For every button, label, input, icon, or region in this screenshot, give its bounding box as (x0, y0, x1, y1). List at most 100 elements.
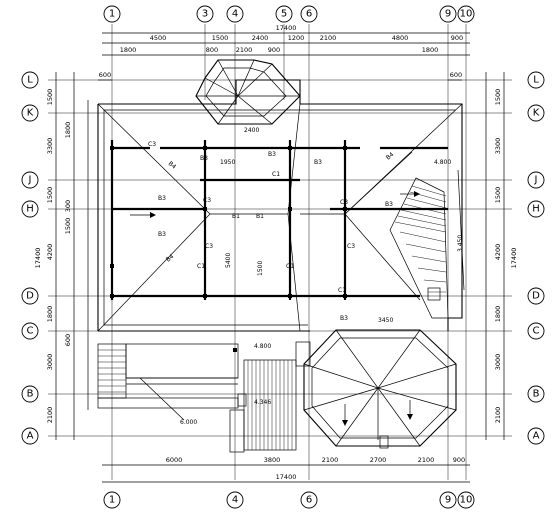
top-dimensions: 17400 4500 1500 2400 1200 2100 4800 900 … (99, 24, 463, 79)
dim-left-inner: 300 (64, 200, 72, 212)
bottom-dimensions: 6000 3800 2100 2700 2100 900 17400 (166, 456, 465, 481)
axis-label: C (533, 326, 540, 337)
axis-label: 5 (281, 9, 287, 20)
inner-dim: 2400 (244, 127, 259, 134)
dim-left-inner: 600 (64, 334, 72, 346)
side-dimension-lines (55, 72, 505, 440)
dim-bottom: 900 (453, 456, 465, 464)
dim-left: 3000 (46, 354, 54, 371)
dim-right: 4200 (494, 244, 502, 261)
pavilion-octagon (303, 329, 457, 449)
axis-label: J (28, 175, 32, 186)
label-c1: C1 (272, 171, 280, 178)
dim-top: 1800 (422, 46, 439, 54)
dim-bottom: 6000 (166, 456, 183, 464)
inner-dim: 1500 (257, 261, 264, 276)
dim-top: 1500 (212, 34, 229, 42)
dim-right: 3000 (494, 354, 502, 371)
axis-label: J (534, 175, 538, 186)
dim-top: 2100 (236, 46, 253, 54)
dim-top: 900 (451, 34, 463, 42)
member-labels: C3 C3 C3 C3 C3 C1 C1 C1 C1 B3 B3 B3 B3 B… (148, 127, 464, 426)
label-b3: B3 (314, 159, 322, 166)
axis-label: 3 (202, 9, 208, 20)
axis-label: L (27, 75, 33, 86)
axis-label: A (533, 431, 540, 442)
dim-top: 4800 (392, 34, 409, 42)
dim-right: 1500 (494, 187, 502, 204)
dim-bottom: 2100 (322, 456, 339, 464)
label-b3: B3 (158, 231, 166, 238)
roof-outline (97, 79, 463, 332)
elevation-note: 6.000 (180, 419, 197, 426)
elevation-note: 4.800 (434, 159, 451, 166)
label-b4: B4 (385, 151, 396, 162)
label-c1: C1 (197, 263, 205, 270)
label-b3: B3 (200, 155, 208, 162)
dim-left: 4200 (46, 244, 54, 261)
axis-label: 6 (306, 9, 312, 20)
dim-left-inner: 1800 (64, 122, 72, 139)
dim-right: 1500 (494, 89, 502, 106)
label-c3: C3 (205, 243, 213, 250)
label-b1: B1 (232, 213, 240, 220)
slope-arrows (130, 191, 420, 426)
right-dimensions: 1500 3300 1500 4200 1800 3000 2100 17400 (494, 89, 518, 424)
axis-label: 1 (109, 495, 115, 506)
axis-bubbles-left: L K J H D C B A (21, 71, 39, 445)
left-dimensions: 1500 3300 1500 4200 1800 3000 2100 17400… (34, 89, 72, 424)
label-c3: C3 (340, 199, 348, 206)
axis-label: B (27, 389, 34, 400)
dim-top: 600 (99, 71, 111, 79)
axis-label: 10 (460, 9, 473, 20)
axis-bubbles-right: L K J H D C B A (527, 71, 545, 445)
label-b4: B4 (165, 253, 176, 264)
axis-label: D (26, 291, 34, 302)
label-c3: C3 (347, 243, 355, 250)
axis-label: D (532, 291, 540, 302)
axis-label: H (26, 204, 34, 215)
axis-label: K (27, 108, 34, 119)
dim-right: 3300 (494, 138, 502, 155)
dim-top: 4500 (150, 34, 167, 42)
label-b3: B3 (268, 151, 276, 158)
inner-dim: 3450 (378, 317, 393, 324)
axis-label: B (533, 389, 540, 400)
dim-left: 3300 (46, 138, 54, 155)
dim-left-inner: 1500 (64, 218, 72, 235)
label-b3: B3 (158, 195, 166, 202)
elevation-note: 4.800 (254, 343, 271, 350)
inner-dim: 5400 (225, 253, 232, 268)
dim-top: 2400 (252, 34, 269, 42)
axis-label: A (27, 431, 34, 442)
axis-label: 1 (109, 9, 115, 20)
label-c1: C1 (286, 263, 294, 270)
dim-top: 600 (450, 71, 462, 79)
dim-bottom: 2700 (370, 456, 387, 464)
dim-top: 1200 (288, 34, 305, 42)
axis-bubbles-top: 1 3 4 5 6 9 10 (103, 5, 475, 23)
axis-label: K (533, 108, 540, 119)
label-c3: C3 (203, 197, 211, 204)
dim-left-total: 17400 (34, 248, 42, 269)
columns (110, 146, 347, 352)
dim-top: 1800 (120, 46, 137, 54)
axis-label: 9 (445, 9, 451, 20)
structural-beams (110, 140, 448, 300)
dim-top: 2100 (320, 34, 337, 42)
dim-right-total: 17400 (510, 248, 518, 269)
top-turret (195, 59, 301, 125)
axis-label: 4 (232, 495, 238, 506)
dim-left: 2100 (46, 407, 54, 424)
dim-left: 1500 (46, 187, 54, 204)
dim-bottom: 3800 (264, 456, 281, 464)
label-c3: C3 (148, 141, 156, 148)
dim-right: 2100 (494, 407, 502, 424)
dim-top: 900 (268, 46, 280, 54)
dim-left: 1800 (46, 306, 54, 323)
axis-label: 4 (232, 9, 238, 20)
elevation-note: 4.346 (254, 399, 271, 406)
axis-label: 10 (460, 495, 473, 506)
bottom-dimension-lines (102, 464, 470, 483)
